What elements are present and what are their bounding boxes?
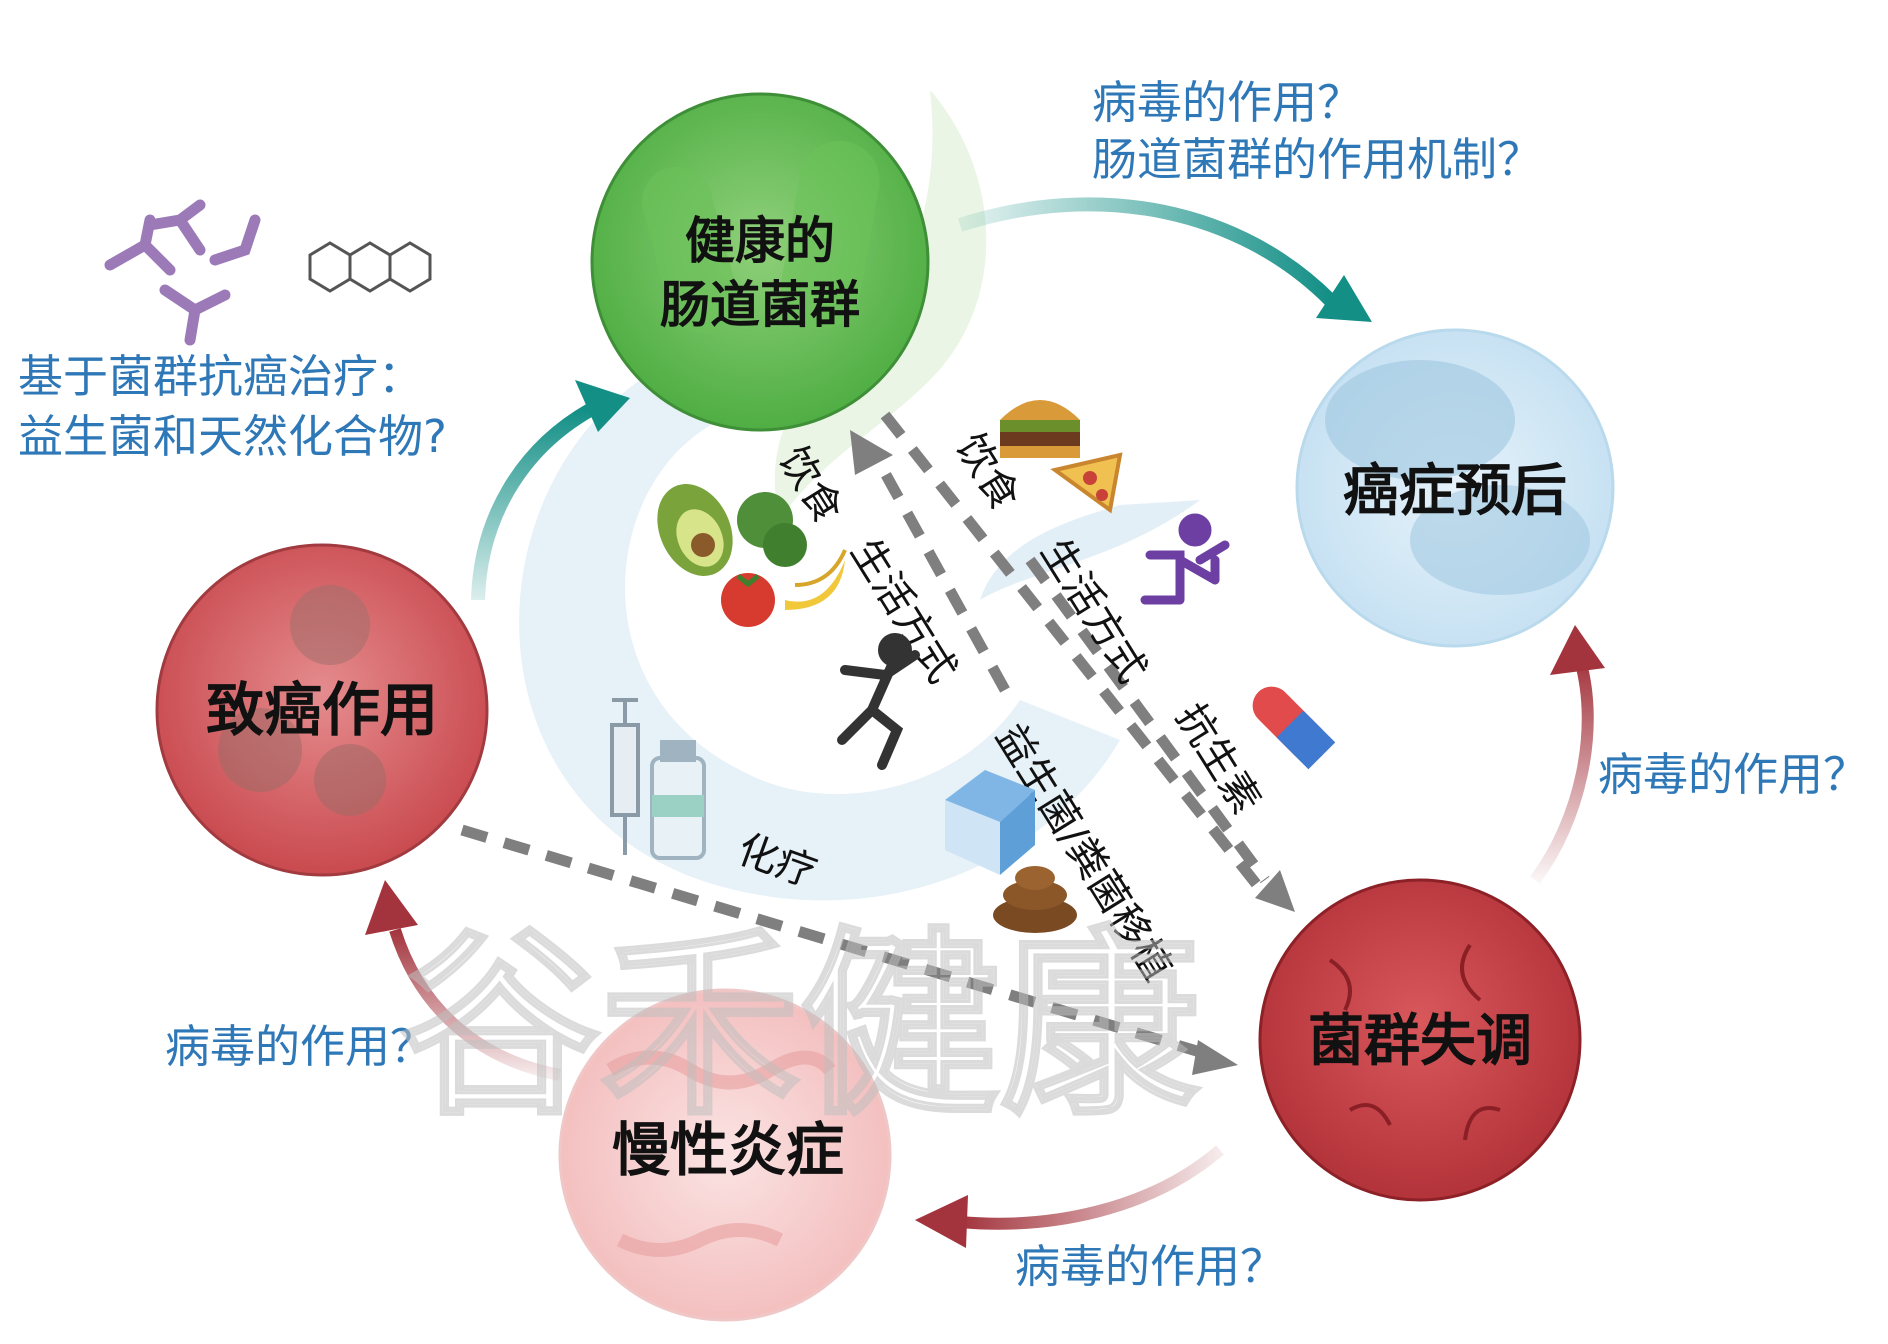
arrowhead-carcinogenesis bbox=[365, 880, 418, 935]
dashed-arrows bbox=[460, 411, 1270, 1061]
dashed-arrowhead-healthy bbox=[850, 430, 893, 475]
dashed-arrowhead-dysbiosis bbox=[1255, 870, 1295, 912]
avocado-icon bbox=[657, 484, 733, 576]
arrowhead-prognosis-right bbox=[1550, 625, 1605, 675]
stool-icon bbox=[993, 866, 1077, 933]
arrowhead-inflammation bbox=[915, 1195, 968, 1248]
node-inflammation-label: 慢性炎症 bbox=[612, 1116, 844, 1184]
arrowhead-healthy bbox=[575, 380, 630, 432]
bacteria-cluster-icon bbox=[104, 199, 261, 346]
node-healthy-gut: 健康的 肠道菌群 bbox=[590, 92, 930, 432]
path-label-antibiotics: 抗生素 bbox=[1167, 696, 1270, 822]
therapy-text-2: 益生菌和天然化合物? bbox=[18, 410, 447, 463]
banana-icon bbox=[785, 549, 847, 610]
arrow-dysbiosis-to-prognosis bbox=[1530, 658, 1594, 884]
arrow-dysbiosis-to-inflammation bbox=[959, 1145, 1224, 1230]
arrow-inflammation-to-carcinogenesis bbox=[389, 928, 562, 1081]
arrow-healthy-to-prognosis bbox=[957, 197, 1335, 305]
probiotic-box-icon bbox=[945, 770, 1035, 875]
runner-icon bbox=[837, 633, 920, 770]
node-carcinogenesis: 致癌作用 bbox=[155, 543, 489, 877]
question-bottom: 病毒的作用？ bbox=[1015, 1240, 1285, 1293]
exercise-bike-icon bbox=[1140, 513, 1230, 605]
question-top-2: 肠道菌群的作用机制？ bbox=[1092, 133, 1542, 186]
arrow-carcinogenesis-to-healthy bbox=[471, 403, 594, 601]
antibiotic-pill-icon bbox=[1252, 686, 1336, 770]
question-right: 病毒的作用？ bbox=[1598, 748, 1868, 801]
node-dysbiosis-label: 菌群失调 bbox=[1308, 1009, 1532, 1074]
node-healthy-label-2: 肠道菌群 bbox=[660, 276, 860, 334]
arrowhead-prognosis bbox=[1316, 275, 1372, 322]
therapy-text-1: 基于菌群抗癌治疗： bbox=[18, 350, 423, 403]
dashed-arrowhead-dysbiosis-2 bbox=[1192, 1040, 1238, 1075]
dashed-arrow-diet-to-dysbiosis bbox=[880, 411, 1270, 899]
watermark: 谷禾健康 bbox=[400, 910, 1200, 1143]
dashed-arrow-to-dysbiosis-upper bbox=[1025, 556, 1270, 884]
greens-icon bbox=[737, 492, 807, 567]
node-carcinogenesis-label: 致癌作用 bbox=[206, 676, 438, 744]
dashed-arrow-lifestyle-to-healthy bbox=[870, 452, 1010, 693]
vial-icon bbox=[650, 740, 706, 860]
node-prognosis-label: 癌症预后 bbox=[1343, 459, 1567, 524]
natural-compound-icon bbox=[308, 241, 432, 293]
pizza-icon bbox=[1050, 452, 1123, 514]
syringe-icon bbox=[610, 698, 640, 855]
node-dysbiosis: 菌群失调 bbox=[1258, 878, 1582, 1202]
node-inflammation: 慢性炎症 bbox=[558, 988, 892, 1322]
question-left: 病毒的作用？ bbox=[165, 1020, 435, 1073]
burger-icon bbox=[1000, 400, 1080, 458]
node-cancer-prognosis: 癌症预后 bbox=[1295, 328, 1615, 648]
tomato-icon bbox=[721, 573, 775, 627]
question-top-1: 病毒的作用？ bbox=[1092, 76, 1362, 129]
node-healthy-label-1: 健康的 bbox=[685, 212, 835, 270]
